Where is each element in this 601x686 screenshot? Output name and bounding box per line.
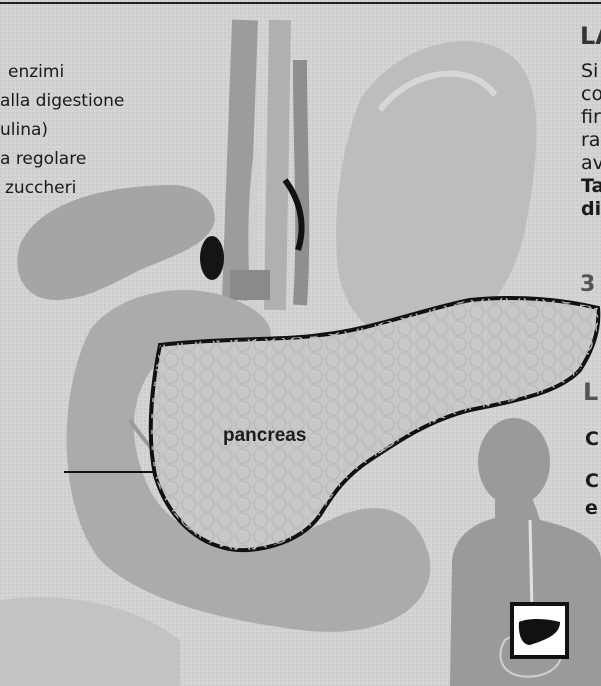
- left-caption-line: alla digestione: [0, 87, 124, 116]
- left-caption-line: a regolare: [0, 145, 124, 174]
- right-bold-line: di: [581, 198, 601, 221]
- right-bold-line: e: [585, 496, 599, 520]
- right-text-line: av: [581, 152, 601, 175]
- pancreas-icon: [512, 604, 567, 657]
- section-number: 3: [580, 272, 595, 297]
- left-caption-line: zuccheri: [0, 174, 124, 203]
- left-caption: enzimi alla digestione ulina) a regolare…: [0, 58, 124, 203]
- right-bold-line: C: [585, 420, 599, 458]
- right-text-line: fir: [581, 106, 601, 129]
- right-text-line: ra: [581, 129, 601, 152]
- right-text-line: co: [581, 83, 601, 106]
- right-text-line: Si: [581, 60, 601, 83]
- right-column-text: Si co fir ra av Ta di: [581, 60, 601, 221]
- left-caption-line: ulina): [0, 116, 124, 145]
- right-bold-line: C: [585, 466, 599, 496]
- left-caption-line: enzimi: [0, 58, 124, 87]
- right-column-text-2: C C e: [585, 420, 599, 520]
- pancreas-label: pancreas: [223, 425, 306, 447]
- right-bold-line: Ta: [581, 175, 601, 198]
- right-heading-2: L: [583, 378, 598, 406]
- right-heading: LA: [580, 22, 601, 50]
